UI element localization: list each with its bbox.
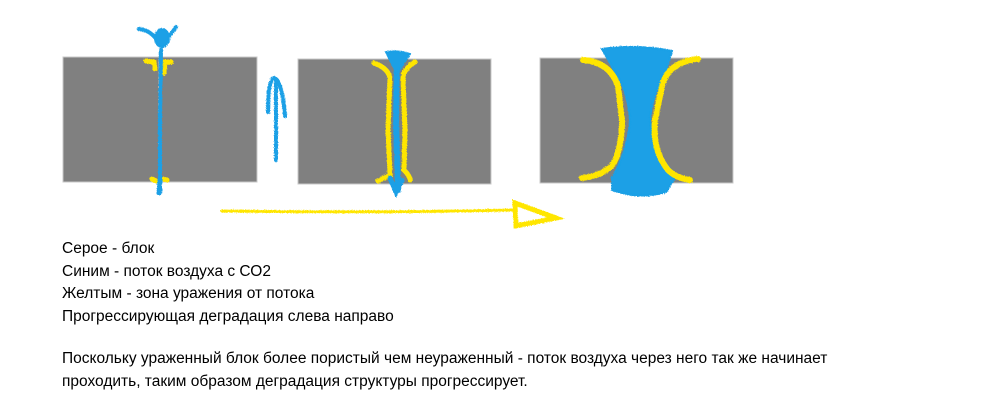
explanation-paragraph: Поскольку ураженный блок более пористый … [62, 348, 1000, 393]
legend-blue-airflow: Синим - поток воздуха с СО2 [62, 262, 271, 280]
flow-direction-arrow-icon [266, 75, 287, 162]
legend-progression: Прогрессирующая деградация слева направо [62, 307, 394, 325]
explanation-line-2: проходить, таким образом деградация стру… [62, 372, 528, 390]
legend-gray-block: Серое - блок [62, 240, 155, 257]
damage-zone [371, 59, 418, 184]
degradation-diagram [62, 25, 734, 230]
legend-yellow-damage: Желтым - зона уражения от потока [62, 285, 315, 302]
damage-zone [143, 58, 174, 184]
airflow [384, 50, 412, 198]
damage-zone [579, 56, 701, 183]
stage-3 [539, 45, 734, 197]
explanation-line-1: Поскольку ураженный блок более пористый … [62, 350, 828, 367]
legend: Серое - блок Синим - поток воздуха с СО2… [62, 238, 394, 328]
stage-1 [62, 25, 258, 196]
progression-arrow-icon [220, 199, 566, 230]
airflow [137, 25, 178, 196]
stage-2 [297, 50, 492, 198]
